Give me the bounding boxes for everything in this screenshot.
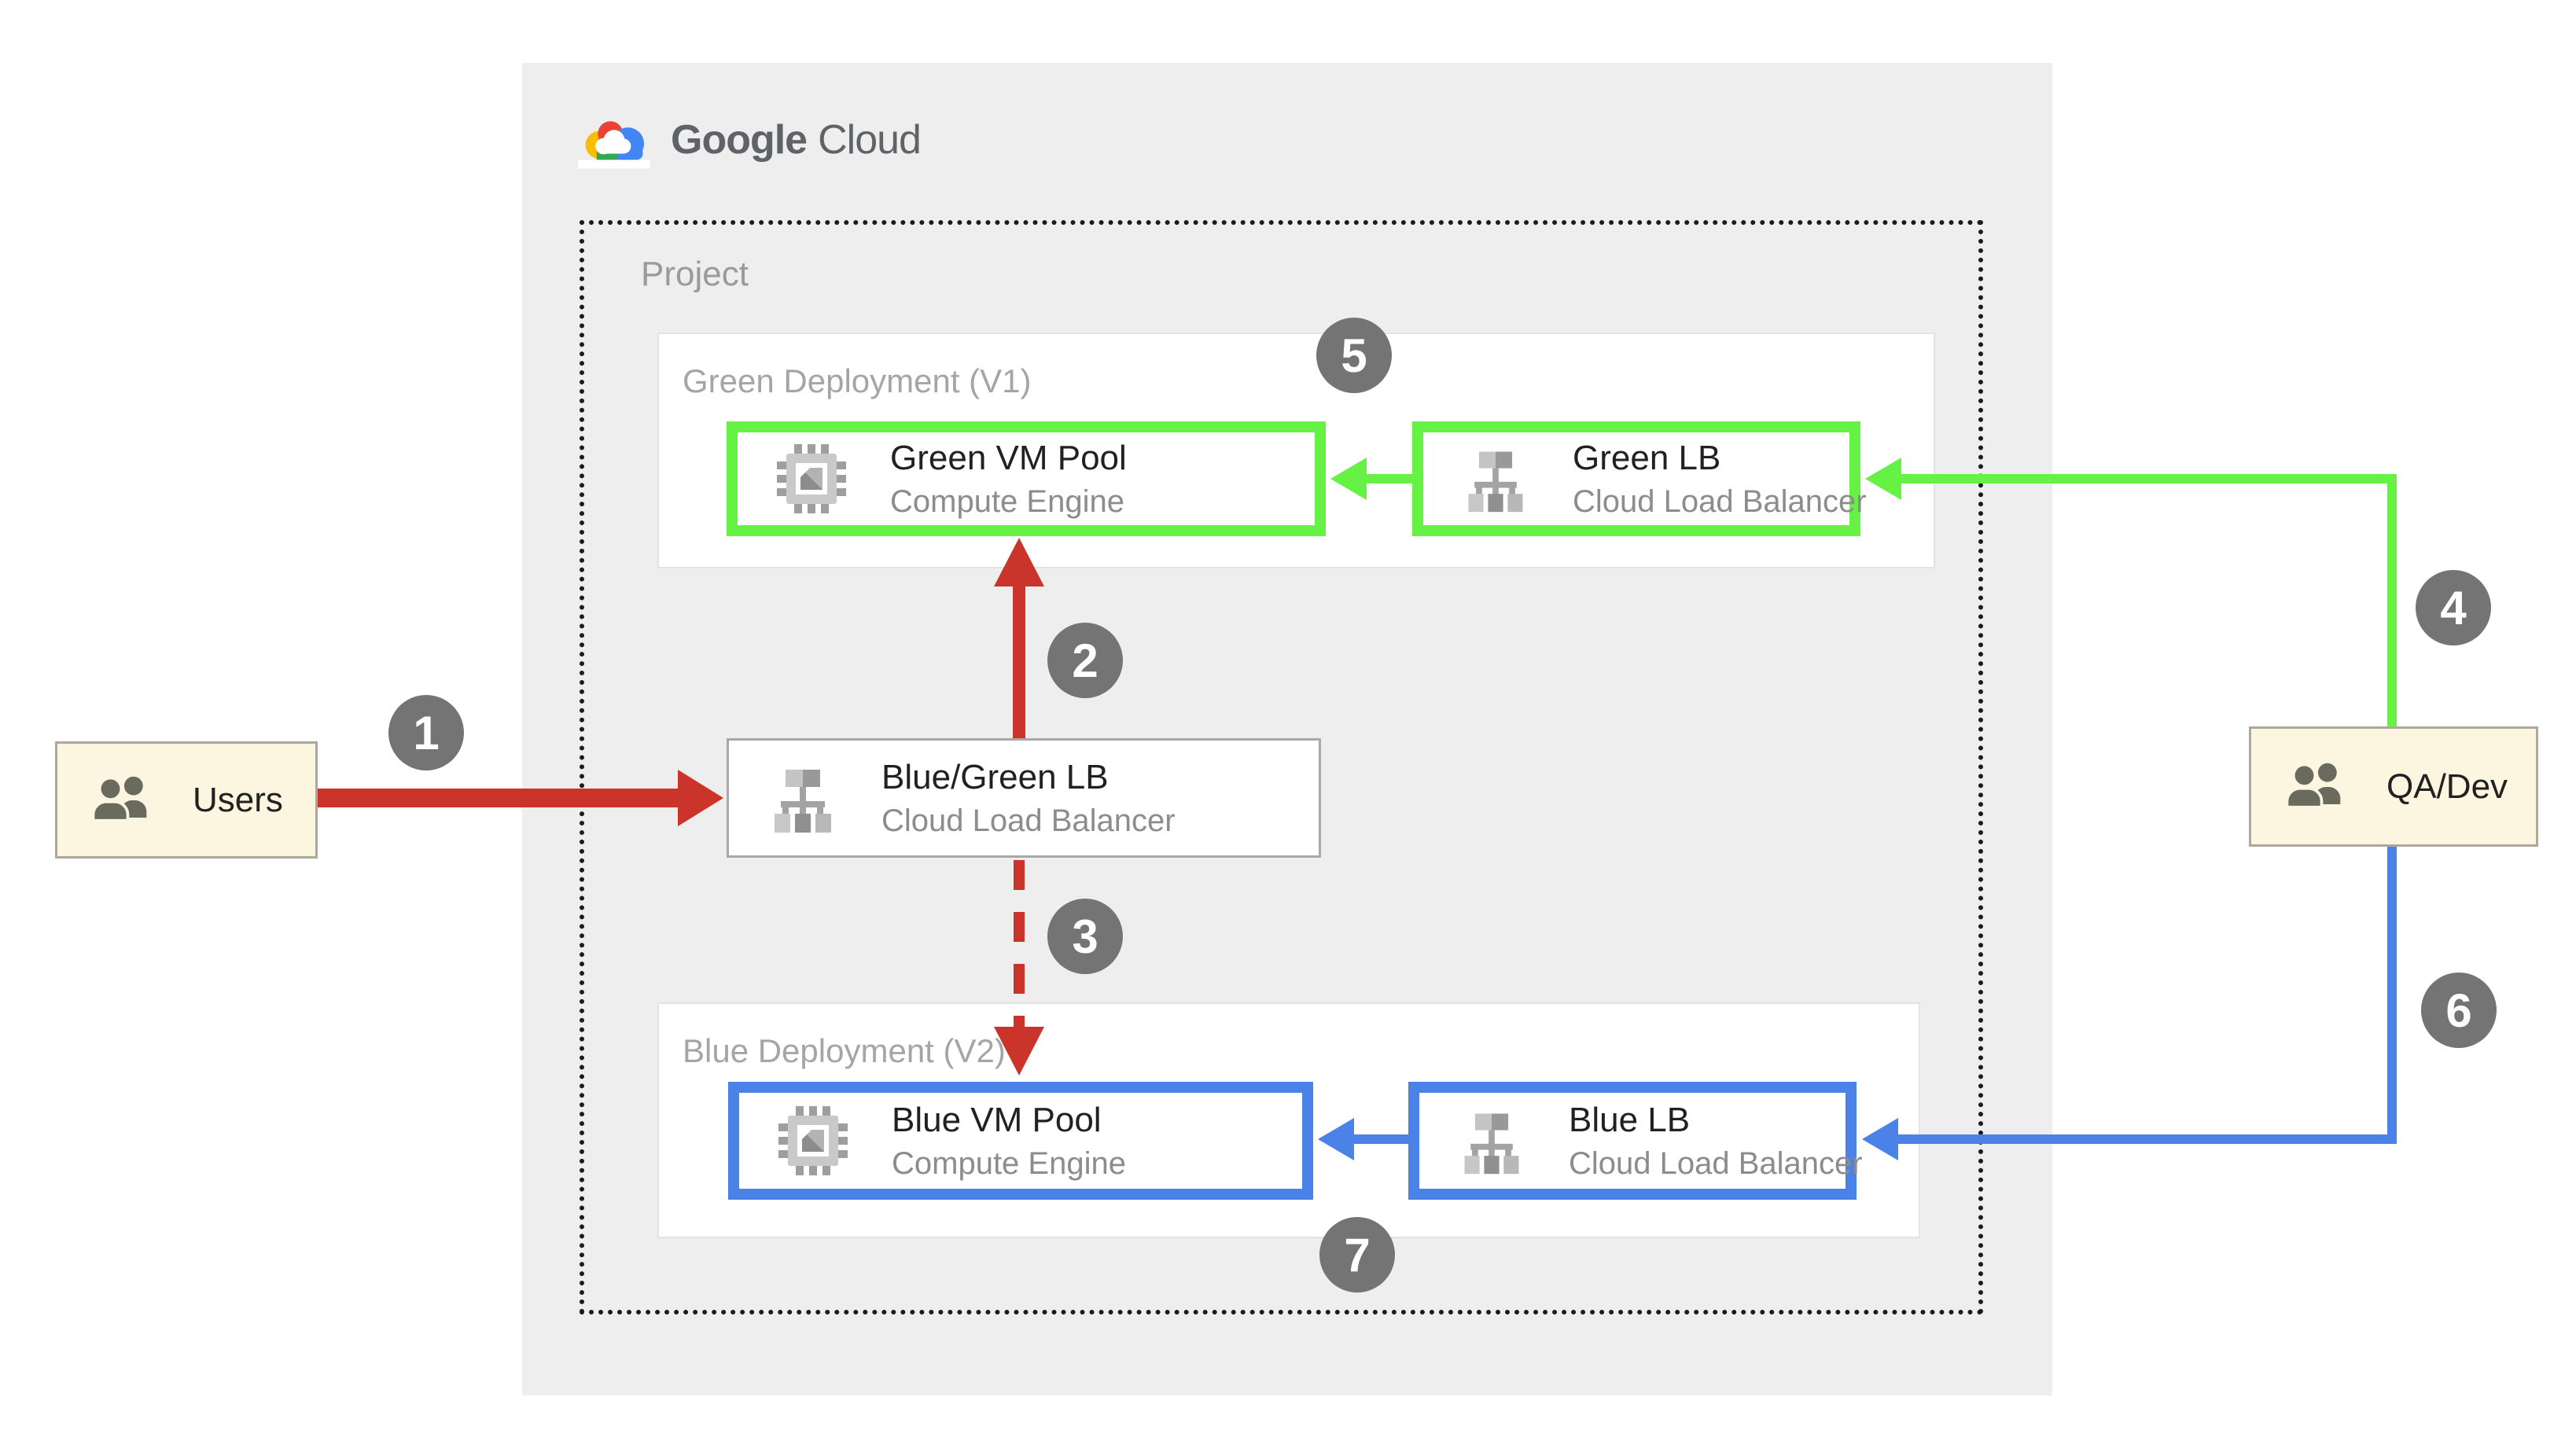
actor-label: QA/Dev [2386,767,2508,806]
load-balancer-icon [1455,1105,1528,1177]
node-title: Blue/Green LB [881,757,1109,796]
project-boundary: Project [580,220,1983,1314]
arrow-blue-lb-to-blue-vm [1351,1134,1408,1144]
arrow-qadev-to-blue-lb-vertical [2387,847,2397,1144]
compute-engine-icon [775,1103,851,1178]
users-icon [89,766,158,835]
arrow-qadev-to-green-lb-vertical [2387,474,2397,728]
arrowhead-green-lb-to-green-vm [1330,458,1367,500]
arrowhead-blue-lb-to-blue-vm [1318,1118,1354,1160]
arrow-qadev-to-blue-lb-horizontal [1895,1134,2397,1144]
arrow-users-to-bluegreen-lb [318,789,679,807]
node-title: Green LB [1573,438,1721,477]
arrowhead-bluegreen-lb-to-green-vm [994,538,1044,586]
green-deployment-label: Green Deployment (V1) [683,362,1032,399]
arrow-qadev-to-green-lb-horizontal [1898,474,2397,484]
step-badge-7: 7 [1319,1217,1395,1292]
arrowhead-users-to-bluegreen-lb [678,770,723,826]
step-badge-6: 6 [2421,973,2497,1048]
blue-deployment-label: Blue Deployment (V2) [683,1032,1006,1069]
node-subtitle: Cloud Load Balancer [1569,1145,1863,1181]
arrowhead-bluegreen-lb-to-blue-vm [994,1027,1044,1076]
step-badge-3: 3 [1047,899,1123,974]
logo-word-cloud: Cloud [818,117,922,163]
arrow-green-lb-to-green-vm [1363,474,1412,484]
users-actor: Users [55,741,318,859]
step-badge-5: 5 [1316,318,1392,393]
blue-lb-node: Blue LB Cloud Load Balancer [1408,1082,1863,1200]
actor-label: Users [193,780,283,819]
step-badge-4: 4 [2416,570,2491,645]
green-lb-node: Green LB Cloud Load Balancer [1412,421,1867,536]
arrowhead-qadev-to-green-lb [1865,458,1901,500]
arrow-bluegreen-lb-to-blue-vm-dashed [1014,860,1025,1028]
project-label: Project [641,255,749,293]
node-title: Blue VM Pool [892,1100,1102,1139]
node-title: Blue LB [1569,1100,1691,1139]
arrow-bluegreen-lb-to-green-vm [1013,585,1025,739]
node-subtitle: Compute Engine [890,484,1124,519]
node-subtitle: Compute Engine [892,1145,1126,1181]
blue-vm-pool-node: Blue VM Pool Compute Engine [728,1082,1313,1200]
step-badge-1: 1 [388,695,464,770]
node-subtitle: Cloud Load Balancer [881,803,1176,838]
qadev-actor: QA/Dev [2249,726,2538,847]
node-title: Green VM Pool [890,438,1127,477]
node-subtitle: Cloud Load Balancer [1573,484,1867,519]
google-cloud-icon [578,110,650,170]
logo-word-google: Google [671,117,808,163]
compute-engine-icon [774,441,849,517]
bluegreen-lb-node: Blue/Green LB Cloud Load Balancer [727,738,1321,858]
step-badge-2: 2 [1047,623,1123,698]
users-icon [2283,752,2352,822]
load-balancer-icon [1459,443,1532,515]
green-vm-pool-node: Green VM Pool Compute Engine [727,421,1326,536]
arrowhead-qadev-to-blue-lb [1862,1118,1898,1160]
load-balancer-icon [765,760,841,836]
